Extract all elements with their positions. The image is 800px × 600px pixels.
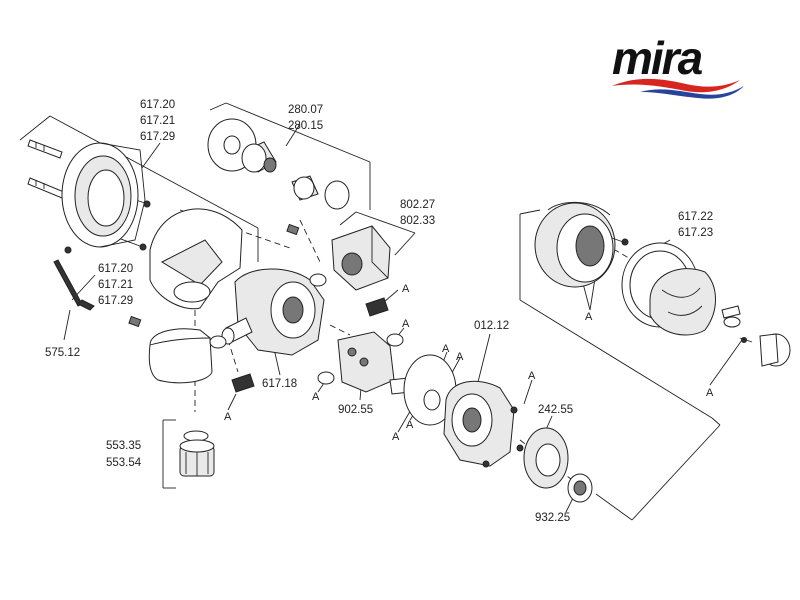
label-242-55: 242.55 (538, 404, 573, 416)
label-617-29-top: 617.29 (140, 131, 175, 143)
leader-lines (19, 102, 743, 521)
mira-logo: mira (612, 32, 744, 99)
marker-a-1: A (402, 283, 410, 295)
marker-a-10: A (585, 311, 593, 323)
label-617-20-mid: 617.20 (98, 263, 133, 275)
wall-plugs (27, 139, 65, 199)
label-617-29-mid: 617.29 (98, 295, 133, 307)
gear-ring (523, 427, 569, 489)
marker-a-9: A (528, 370, 536, 382)
marker-a-7: A (392, 431, 400, 443)
label-280-15: 280.15 (288, 120, 323, 132)
marker-a-4: A (312, 391, 320, 403)
logo-wordmark: mira (612, 32, 703, 84)
logo-wave-blue (640, 86, 744, 99)
label-802-27: 802.27 (400, 199, 435, 211)
marker-a-6: A (456, 351, 464, 363)
label-617-22: 617.22 (678, 211, 713, 223)
label-902-55: 902.55 (338, 404, 373, 416)
valve-body (209, 268, 325, 356)
marker-a-5: A (442, 343, 450, 355)
o-rings (183, 273, 404, 442)
marker-a-11: A (706, 387, 714, 399)
label-802-33: 802.33 (400, 215, 435, 227)
a-markers: A A A A A A A A A A A (224, 283, 714, 443)
logo-wave-red (612, 78, 740, 93)
lever-parts (721, 305, 791, 367)
elbow-block (331, 225, 391, 291)
allen-key (53, 259, 95, 311)
label-575-12: 575.12 (45, 347, 80, 359)
nut-assembly (179, 439, 215, 477)
inlet-fittings (207, 118, 350, 210)
part-labels: 617.20 617.21 617.29 280.07 280.15 802.2… (45, 99, 713, 524)
shroud-cover (149, 208, 243, 310)
label-280-07: 280.07 (288, 104, 323, 116)
lower-cap (148, 328, 213, 384)
marker-a-2: A (402, 318, 410, 330)
label-617-23: 617.23 (678, 227, 713, 239)
control-head (443, 380, 524, 468)
lever-handle (649, 268, 716, 336)
label-617-20-top: 617.20 (140, 99, 175, 111)
label-553-54: 553.54 (106, 457, 142, 469)
label-617-21-mid: 617.21 (98, 279, 133, 291)
label-617-18: 617.18 (262, 378, 297, 390)
outer-shroud (534, 201, 616, 288)
label-617-21-top: 617.21 (140, 115, 175, 127)
grub-screws (128, 223, 300, 328)
marker-a-8: A (406, 419, 414, 431)
backplate (61, 142, 146, 248)
label-012-12: 012.12 (474, 320, 509, 332)
marker-a-3: A (224, 411, 232, 423)
label-932-25: 932.25 (535, 512, 570, 524)
label-553-35: 553.35 (106, 440, 141, 452)
filters (231, 297, 389, 393)
hub (567, 473, 593, 503)
